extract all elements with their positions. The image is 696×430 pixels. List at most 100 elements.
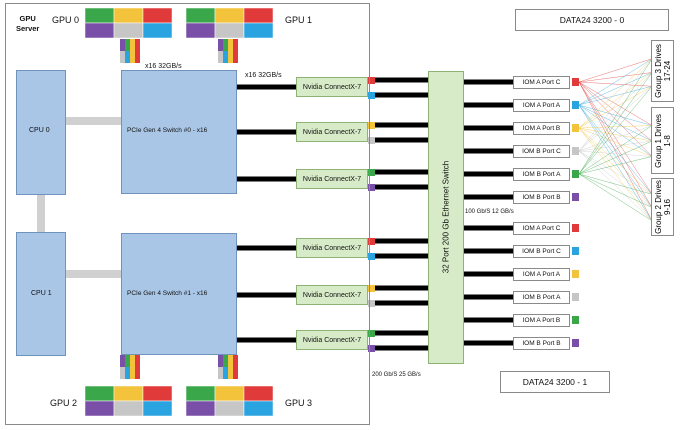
fan-line-3-1-2 bbox=[578, 150, 653, 157]
drive-group-2-label: Group 2 Drives 9-16 bbox=[653, 180, 672, 234]
gpu-3-connectors-b0 bbox=[218, 367, 223, 379]
fan-line-4-1-1 bbox=[578, 140, 653, 175]
iom-bottom-5: IOM B Port B bbox=[513, 337, 570, 350]
fan-line-0-2-2 bbox=[578, 81, 653, 221]
gpu-3-connectors-b1 bbox=[223, 367, 228, 379]
fan-line-3-2-0 bbox=[578, 150, 653, 195]
fan-line-4-1-2 bbox=[578, 156, 653, 175]
nic-2-port-b bbox=[368, 184, 375, 191]
fan-line-0-2-1 bbox=[578, 81, 653, 208]
nic-3-port-b bbox=[368, 253, 375, 260]
gpu-3-connectors-a3 bbox=[233, 355, 238, 367]
fan-line-1-0-0 bbox=[578, 58, 653, 106]
fan-line-1-0-2 bbox=[578, 86, 653, 106]
gpu-1-label: GPU 1 bbox=[285, 15, 313, 25]
iom-bottom-2: IOM A Port A bbox=[513, 268, 570, 281]
drive-group-1: Group 1 Drives 1-8 bbox=[651, 107, 674, 174]
nic-2-port-a bbox=[368, 169, 375, 176]
fan-line-4-0-1 bbox=[578, 72, 653, 175]
cpu-0 bbox=[16, 70, 66, 195]
gpu-3-connectors-a0 bbox=[218, 355, 223, 367]
iom-top-square-1 bbox=[572, 101, 579, 109]
iom-top-1: IOM A Port A bbox=[513, 99, 570, 112]
gpu-1-connectors-a1 bbox=[223, 39, 228, 51]
iom-top-5: IOM B Port B bbox=[513, 191, 570, 204]
nic-4-port-b bbox=[368, 300, 375, 307]
gpu-3-connectors-b2 bbox=[228, 367, 233, 379]
drive-group-3: Group 3 Drives 17-24 bbox=[651, 40, 674, 102]
gpu-3-block-cell-1-2 bbox=[243, 400, 274, 417]
gpu-3-connectors-b3 bbox=[233, 367, 238, 379]
pcie-switch-1-label: PCIe Gen 4 Switch #1 - x16 bbox=[127, 290, 208, 297]
gpu-1-connectors-a2 bbox=[228, 39, 233, 51]
gpu-0-connectors-a0 bbox=[120, 39, 125, 51]
gpu-3-connectors-a1 bbox=[223, 355, 228, 367]
cpu0-switch0-bus bbox=[66, 117, 121, 125]
nic-4-port-a bbox=[368, 285, 375, 292]
pcie-switch-0-label: PCIe Gen 4 Switch #0 - x16 bbox=[127, 127, 208, 134]
nic-5: Nvidia ConnectX-7 bbox=[296, 330, 368, 350]
fan-line-0-1-0 bbox=[578, 81, 653, 126]
fan-line-2-1-1 bbox=[578, 127, 653, 142]
iom-top-square-0 bbox=[572, 78, 579, 86]
nic-link-label: x16 32GB/s bbox=[245, 72, 282, 79]
fan-line-4-0-2 bbox=[578, 86, 653, 175]
iom-top-4: IOM B Port A bbox=[513, 168, 570, 181]
fan-line-3-0-1 bbox=[578, 72, 653, 152]
eth-link-label: 100 Gb/S 12 GB/s bbox=[465, 209, 514, 215]
fan-line-1-1-0 bbox=[578, 104, 653, 126]
cpu-1 bbox=[16, 232, 66, 356]
fan-line-0-0-0 bbox=[578, 58, 653, 83]
gpu-2-connectors-a0 bbox=[120, 355, 125, 367]
gpu-2-connectors-a2 bbox=[130, 355, 135, 367]
gpu-1-connectors-b1 bbox=[223, 51, 228, 63]
fan-line-3-0-0 bbox=[578, 58, 653, 152]
fan-line-4-2-1 bbox=[578, 173, 653, 208]
gpu-0-connectors-b1 bbox=[125, 51, 130, 63]
drive-group-3-label: Group 3 Drives 17-24 bbox=[653, 44, 672, 98]
iom-top-square-4 bbox=[572, 170, 579, 178]
gpu-2-connectors-b1 bbox=[125, 367, 130, 379]
gpu-2-connectors-b2 bbox=[130, 367, 135, 379]
fan-line-3-1-0 bbox=[578, 125, 653, 152]
nic-1-port-b bbox=[368, 137, 375, 144]
iom-top-0: IOM A Port C bbox=[513, 76, 570, 89]
iom-top-2: IOM A Port B bbox=[513, 122, 570, 135]
fan-line-2-1-2 bbox=[578, 127, 653, 157]
fan-line-3-1-1 bbox=[578, 140, 653, 152]
gpu-2-label: GPU 2 bbox=[50, 398, 78, 408]
gpu-1-connectors-b2 bbox=[228, 51, 233, 63]
fan-line-2-2-2 bbox=[578, 127, 653, 221]
iom-bottom-0: IOM A Port C bbox=[513, 222, 570, 235]
cpu-interconnect-bus bbox=[37, 195, 45, 232]
nic-1-port-a bbox=[368, 122, 375, 129]
gpu-2-block-cell-1-2 bbox=[142, 400, 173, 417]
fan-line-4-0-0 bbox=[578, 58, 653, 175]
gpu-2-connectors-b0 bbox=[120, 367, 125, 379]
gpu-server-frame bbox=[5, 3, 370, 425]
iom-top-3: IOM B Port C bbox=[513, 145, 570, 158]
fan-line-0-1-2 bbox=[578, 81, 653, 157]
iom-top-square-5 bbox=[572, 193, 579, 201]
gpu-2-connectors-a1 bbox=[125, 355, 130, 367]
cpu-0-label: CPU 0 bbox=[29, 127, 50, 134]
fan-line-3-2-1 bbox=[578, 150, 653, 208]
nic-3-port-a bbox=[368, 238, 375, 245]
gpu-2-connectors-a3 bbox=[135, 355, 140, 367]
nic-1: Nvidia ConnectX-7 bbox=[296, 122, 368, 142]
iom-top-square-2 bbox=[572, 124, 579, 132]
cpu-1-label: CPU 1 bbox=[31, 290, 52, 297]
gpu-0-connectors-a2 bbox=[130, 39, 135, 51]
nic-0-port-b bbox=[368, 92, 375, 99]
nic-port-link-label: 200 Gb/S 25 GB/s bbox=[372, 372, 421, 378]
ethernet-switch-label: 32 Port 200 Gb Ethernet Switch bbox=[441, 160, 451, 274]
fan-line-4-2-0 bbox=[578, 173, 653, 195]
iom-bottom-3: IOM B Port A bbox=[513, 291, 570, 304]
gpu-1-connectors-a0 bbox=[218, 39, 223, 51]
iom-bottom-4: IOM A Port B bbox=[513, 314, 570, 327]
iom-bottom-square-2 bbox=[572, 270, 579, 278]
gpu-link-label: x16 32GB/s bbox=[145, 63, 182, 70]
fan-line-1-1-2 bbox=[578, 104, 653, 157]
drive-group-1-label: Group 1 Drives 1-8 bbox=[653, 113, 672, 168]
